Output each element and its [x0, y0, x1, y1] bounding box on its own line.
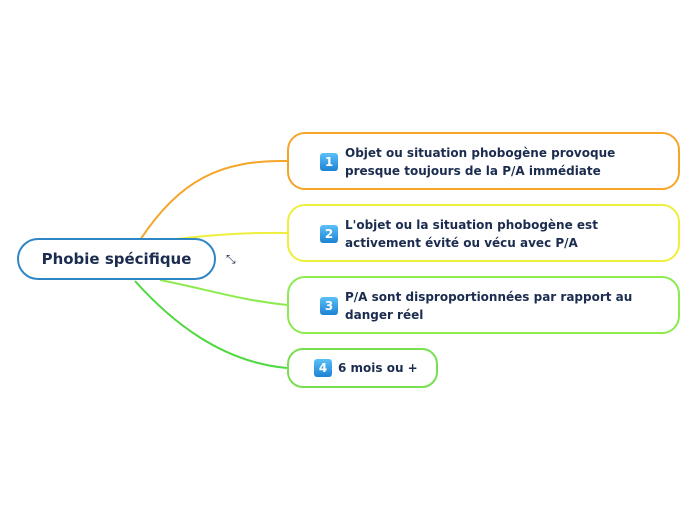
number-2-icon: 2 [320, 225, 338, 243]
branch-topic-1-text: Objet ou situation phobogène provoque pr… [345, 146, 616, 178]
number-1-icon: 1 [320, 153, 338, 171]
connector-branch-4 [134, 280, 288, 369]
connector-branch-3 [159, 279, 288, 306]
branch-topic-2-text: L'objet ou la situation phobogène est ac… [345, 218, 598, 250]
root-topic[interactable]: Phobie spécifique [17, 238, 216, 280]
branch-topic-1[interactable]: 1 Objet ou situation phobogène provoque … [287, 132, 680, 190]
branch-topic-3[interactable]: 3 P/A sont disproportionnées par rapport… [287, 276, 680, 334]
number-3-icon: 3 [320, 297, 338, 315]
number-4-icon: 4 [314, 359, 332, 377]
connector-branch-1 [139, 159, 288, 241]
branch-topic-3-text: P/A sont disproportionnées par rapport a… [345, 290, 633, 322]
branch-topic-2[interactable]: 2 L'objet ou la situation phobogène est … [287, 204, 680, 262]
collapse-branches-icon[interactable]: ⤡ [226, 252, 236, 266]
branch-topic-4-text: 6 mois ou + [338, 361, 418, 375]
root-topic-label: Phobie spécifique [41, 250, 192, 268]
branch-topic-4[interactable]: 4 6 mois ou + [287, 348, 438, 388]
